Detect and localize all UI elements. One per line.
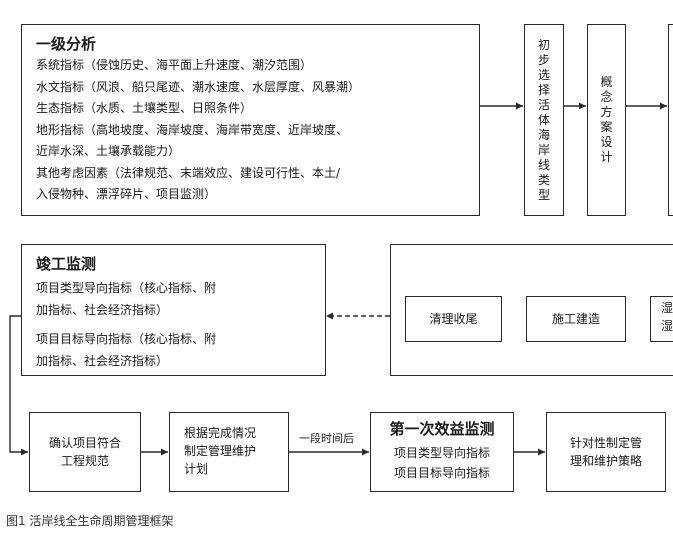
- strategy-line: 针对性制定管: [569, 436, 642, 450]
- selection-char: 初: [537, 37, 550, 52]
- completion-line: 加指标、社会经济指标）: [36, 302, 169, 317]
- concept-char: 计: [600, 150, 613, 164]
- plan-line: 计划: [184, 462, 209, 476]
- selection-box: 初 步 选 择 活 体 海 岸 线 类 型: [524, 24, 564, 216]
- construction-label: 施工建造: [551, 312, 600, 326]
- selection-char: 择: [537, 82, 550, 97]
- concept-char: 概: [600, 75, 613, 89]
- concept-char: 方: [600, 105, 613, 119]
- completion-line: 项目类型导向指标（核心指标、附: [36, 281, 217, 295]
- confirm-line: 确认项目符合: [48, 436, 121, 450]
- completion-line: 加指标、社会经济指标）: [36, 353, 169, 368]
- concept-box: 概 念 方 案 设 计: [587, 24, 626, 216]
- selection-char: 线: [537, 157, 550, 172]
- analysis-line: 系统指标（侵蚀历史、海平面上升速度、潮汐范围）: [36, 58, 313, 72]
- analysis-line: 其他考虑因素（法律规范、末端效应、建设可行性、本土/: [36, 165, 341, 180]
- selection-char: 活: [537, 97, 550, 112]
- analysis-line: 近岸水深、土壤承载能力）: [36, 144, 181, 158]
- cleanup-box: 清理收尾: [405, 296, 502, 342]
- benefit-line: 项目目标导向指标: [393, 466, 490, 480]
- benefit-box: 第一次效益监测 项目类型导向指标 项目目标导向指标: [370, 412, 514, 492]
- selection-char: 体: [537, 112, 550, 127]
- strategy-line: 理和维护策略: [569, 454, 642, 468]
- selection-char: 型: [537, 187, 550, 202]
- interval-label: 一段时间后: [299, 432, 354, 445]
- analysis-line: 水文指标（风浪、船只尾迹、潮水速度、水层厚度、风暴潮）: [36, 79, 361, 94]
- selection-char: 步: [537, 52, 550, 67]
- analysis-line: 生态指标（水质、土壤类型、日照条件）: [36, 101, 253, 115]
- cutoff-char: 湿: [661, 301, 673, 315]
- concept-char: 案: [600, 120, 613, 134]
- selection-char: 海: [537, 127, 550, 142]
- arrow-completion-to-confirm: [9, 315, 28, 456]
- completion-line: 项目目标导向指标（核心指标、附: [36, 332, 217, 346]
- analysis-line: 地形指标（高地坡度、海岸坡度、海岸带宽度、近岸坡度、: [36, 122, 349, 137]
- cutoff-char: 湿: [661, 319, 673, 333]
- benefit-line: 项目类型导向指标: [393, 446, 490, 460]
- confirm-box: 确认项目符合 工程规范: [29, 412, 141, 492]
- selection-char: 选: [537, 67, 550, 82]
- offscreen-box-middle: 湿 湿: [650, 296, 673, 342]
- benefit-title: 第一次效益监测: [389, 420, 495, 438]
- confirm-line: 工程规范: [60, 454, 109, 468]
- figure-caption: 图1 活岸线全生命周期管理框架: [6, 514, 174, 528]
- plan-line: 制定管理维护: [184, 444, 257, 458]
- construction-box: 施工建造: [526, 296, 626, 342]
- completion-title: 竣工监测: [36, 255, 97, 273]
- selection-char: 岸: [537, 142, 550, 157]
- strategy-box: 针对性制定管 理和维护策略: [546, 412, 666, 492]
- selection-char: 类: [537, 172, 550, 187]
- analysis-title: 一级分析: [36, 35, 97, 53]
- concept-char: 念: [600, 90, 613, 104]
- plan-line: 根据完成情况: [184, 426, 257, 440]
- analysis-box: 一级分析 系统指标（侵蚀历史、海平面上升速度、潮汐范围） 水文指标（风浪、船只尾…: [21, 24, 480, 216]
- offscreen-box-top: [668, 24, 673, 216]
- analysis-line: 入侵物种、漂浮碎片、项目监测）: [36, 187, 217, 201]
- plan-box: 根据完成情况 制定管理维护 计划: [169, 412, 289, 492]
- concept-char: 设: [600, 135, 613, 149]
- completion-box: 竣工监测 项目类型导向指标（核心指标、附 加指标、社会经济指标） 项目目标导向指…: [21, 244, 326, 376]
- cleanup-label: 清理收尾: [429, 312, 478, 326]
